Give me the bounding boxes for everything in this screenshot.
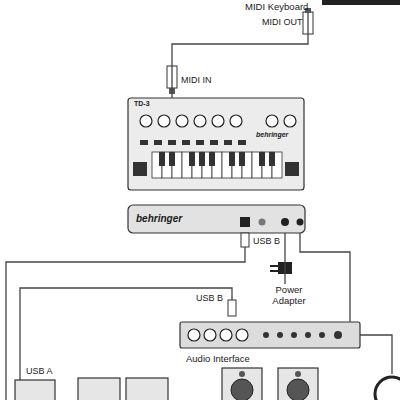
- port-label: USB B: [253, 237, 280, 247]
- audio-interface-body: [180, 322, 360, 348]
- audio-interface-jacks: [188, 329, 248, 341]
- keyboard-body: [322, 0, 400, 5]
- synth-black-keys: [159, 152, 275, 166]
- synth-button: [133, 162, 147, 176]
- speaker-woofer: [287, 379, 309, 400]
- audio-port: [297, 219, 304, 226]
- power-adapter-prong: [270, 270, 278, 272]
- speaker-tweeter: [239, 371, 245, 377]
- cable-connector: [284, 233, 285, 284]
- headphones: [375, 377, 400, 400]
- audio-interface-knobs: [263, 331, 342, 339]
- speaker-tweeter: [295, 371, 301, 377]
- power-adapter-prong: [270, 265, 278, 267]
- monitor: [78, 378, 120, 400]
- speaker-woofer: [231, 379, 253, 400]
- usb-port: [240, 217, 250, 227]
- node-text: behringer: [136, 213, 182, 225]
- rear-panel: [128, 205, 305, 233]
- speaker: [278, 368, 318, 400]
- port-label: MIDI OUT: [262, 18, 303, 28]
- node-text: Power Adapter: [260, 285, 318, 307]
- headphone-cable: [360, 335, 392, 374]
- synth-buttons: [140, 140, 246, 145]
- usb-cable: [20, 288, 232, 380]
- node-text: Audio Interface: [186, 354, 250, 365]
- rear-panel-device: behringer: [128, 205, 305, 233]
- brand-label: behringer: [256, 131, 288, 139]
- speaker: [222, 368, 262, 400]
- synth-button: [285, 162, 299, 176]
- monitor: [126, 378, 168, 400]
- synth-keys: [152, 152, 282, 178]
- node-text: MIDI Keyboard: [245, 2, 308, 13]
- computer-tower: [15, 380, 55, 400]
- node-text: TD-3: [134, 100, 150, 108]
- port-label: USB A: [26, 367, 53, 377]
- port-label: USB B: [196, 294, 223, 304]
- power-port: [281, 218, 289, 226]
- port-label: MIDI IN: [181, 76, 212, 86]
- power-adapter-label: Power Adapter: [258, 284, 320, 308]
- audio-interface-device: Audio Interface: [180, 322, 360, 366]
- cable-connector: [300, 233, 350, 322]
- audio-port: [259, 219, 266, 226]
- usb-cable: [6, 233, 245, 400]
- cable-connector: [172, 13, 308, 98]
- synth-body: [128, 98, 304, 190]
- usb-plug: [241, 233, 249, 247]
- device-label: MIDI Keyboard: [244, 2, 312, 13]
- usb-plug: [228, 300, 236, 316]
- synth-knobs: [140, 115, 296, 127]
- synth-device: TD-3: [128, 98, 304, 190]
